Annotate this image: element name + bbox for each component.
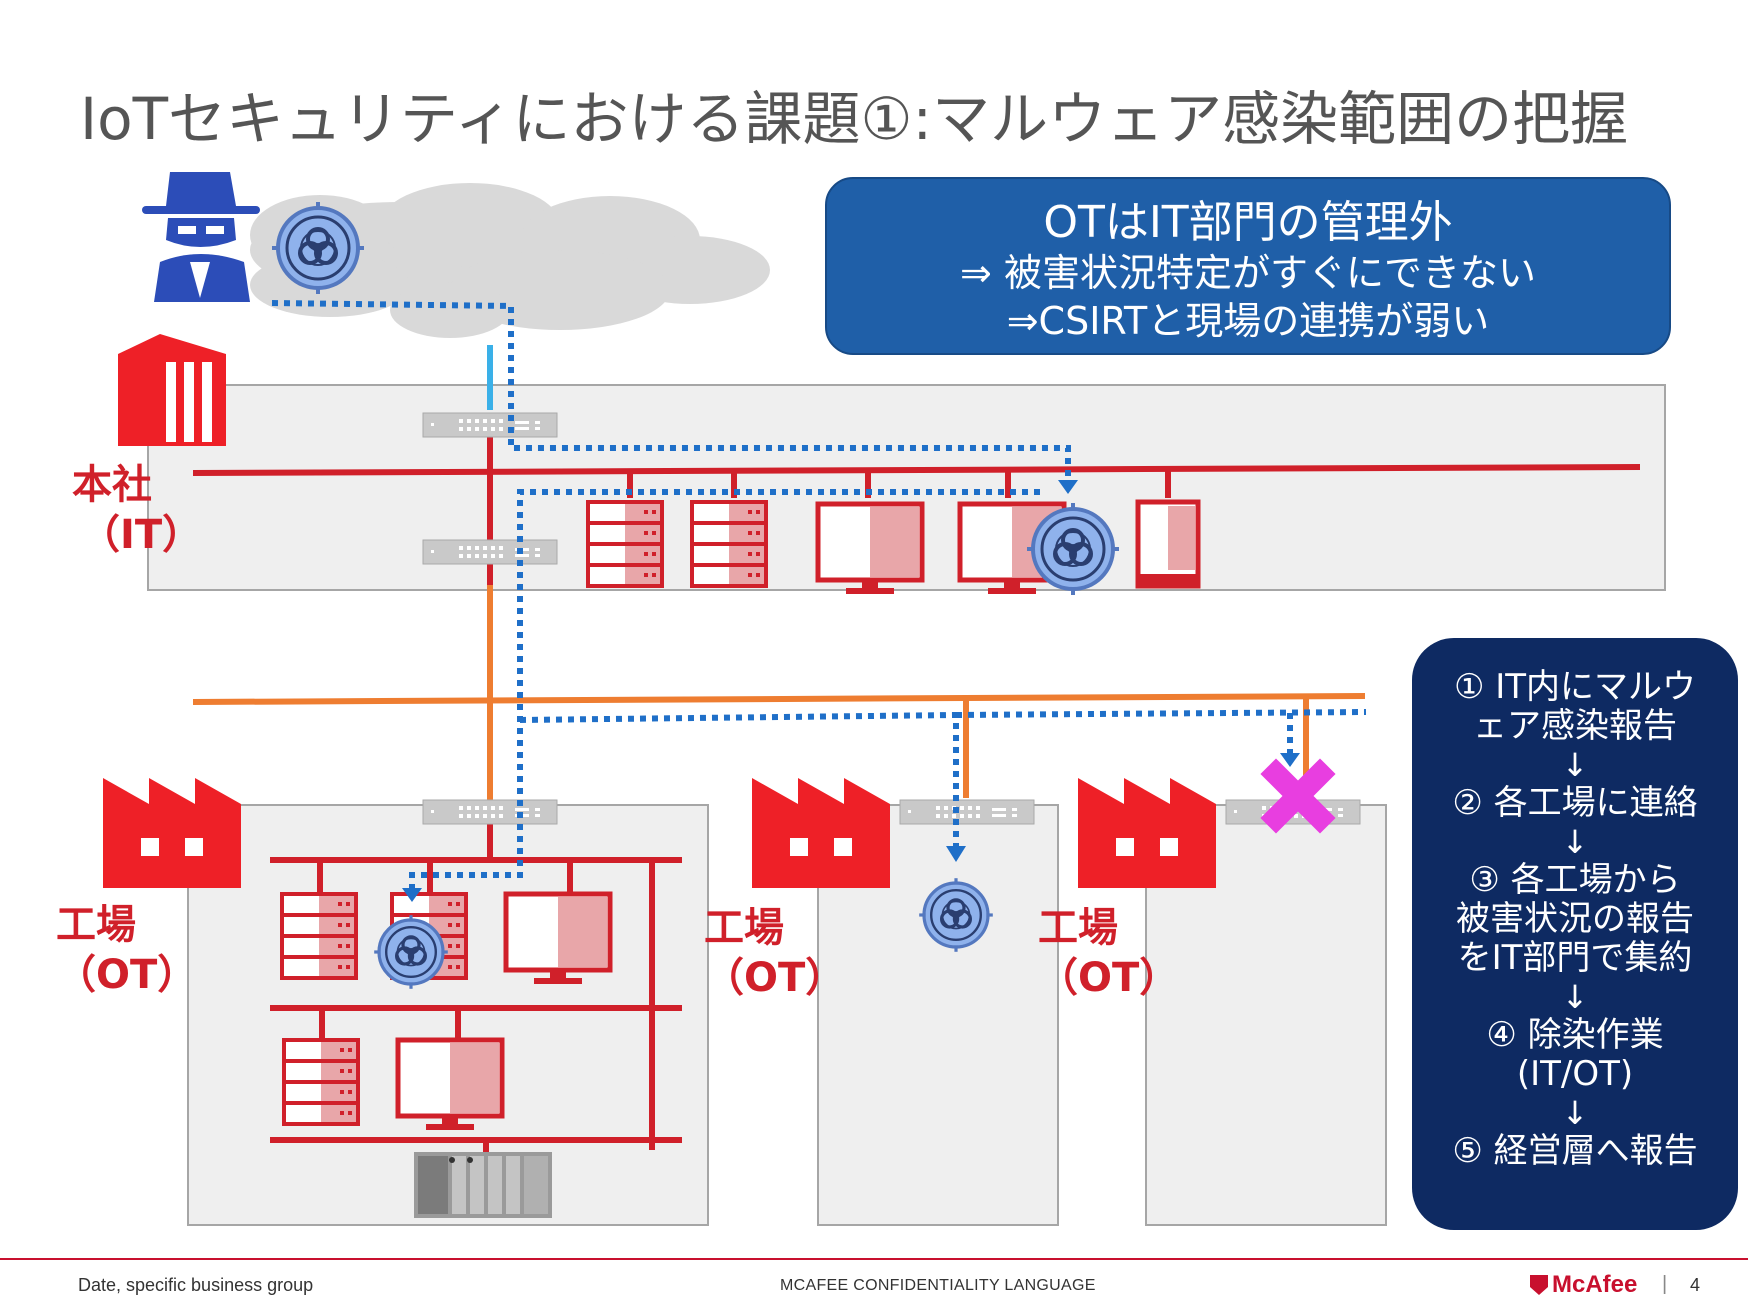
step4-line1: ④ 除染作業 (1486, 1015, 1664, 1055)
factory3-label: 工場 （OT） (1038, 903, 1179, 1003)
factory3-label-line2: （OT） (1038, 955, 1180, 1001)
building-icon (118, 334, 226, 446)
server-icon (586, 500, 664, 588)
mcafee-logo: McAfee (1530, 1271, 1637, 1299)
monitor-icon (506, 894, 610, 984)
switch-icon (422, 412, 558, 438)
server-icon (282, 1038, 360, 1126)
mcafee-shield-icon (1530, 1275, 1548, 1295)
switch-icon (422, 799, 558, 825)
factory-icon (103, 778, 241, 888)
factory2-label-line2: （OT） (704, 955, 846, 1001)
factory3-label-line1: 工場 (1038, 905, 1118, 951)
server-icon (690, 500, 768, 588)
monitor-icon (818, 504, 922, 594)
factory1-label: 工場 （OT） (56, 900, 197, 1000)
hq-label-line2: （IT） (80, 512, 203, 558)
monitor-icon (398, 1040, 502, 1130)
factory2-label-line1: 工場 (704, 905, 784, 951)
factory-icon (1078, 778, 1216, 888)
step3-line3: をIT部門で集約 (1457, 938, 1693, 978)
attack-path (271, 300, 1367, 890)
page-title: IoTセキュリティにおける課題①:マルウェア感染範囲の把握 (80, 85, 1629, 153)
step3-line2: 被害状況の報告 (1456, 899, 1694, 939)
hq-label-line1: 本社 (72, 462, 152, 508)
step4-line2: (IT/OT) (1516, 1054, 1634, 1094)
ot-network (192, 585, 1366, 800)
footer-separator: | (1662, 1273, 1668, 1295)
footer-date-group: Date, specific business group (78, 1275, 314, 1295)
callout-line2: ⇒ 被害状況特定がすぐにできない (960, 251, 1536, 295)
step-arrow: ↓ (1561, 823, 1589, 861)
footer-confidentiality: MCAFEE CONFIDENTIALITY LANGUAGE (780, 1277, 1096, 1294)
switch-icon (899, 799, 1035, 825)
step3-line1: ③ 各工場から (1469, 860, 1681, 900)
hacker-icon (142, 172, 260, 302)
callout-line3: ⇒CSIRTと現場の連携が弱い (1006, 299, 1490, 343)
hq-label: 本社 （IT） (72, 460, 202, 560)
factory1-network (270, 820, 682, 1152)
callout-line1: OTはIT部門の管理外 (1043, 197, 1453, 248)
footer-divider (0, 1258, 1748, 1260)
response-steps-panel: ① IT内にマルウ ェア感染報告 ↓ ② 各工場に連絡 ↓ ③ 各工場から 被害… (1412, 638, 1738, 1230)
step2: ② 各工場に連絡 (1452, 783, 1698, 823)
plc-icon (414, 1152, 552, 1218)
page-number: 4 (1690, 1275, 1701, 1295)
factory1-label-line1: 工場 (56, 902, 136, 948)
mcafee-logo-text: McAfee (1552, 1271, 1638, 1298)
tablet-icon (1135, 499, 1201, 589)
step5: ⑤ 経営層へ報告 (1452, 1131, 1698, 1171)
server-icon (280, 892, 358, 980)
blocked-x-icon (1260, 758, 1336, 834)
step1-line1: ① IT内にマルウ (1453, 667, 1697, 707)
attack-arrowheads (402, 480, 1300, 902)
step-arrow: ↓ (1561, 746, 1589, 784)
step-arrow: ↓ (1561, 1094, 1589, 1132)
factory2-label: 工場 （OT） (704, 903, 845, 1003)
step-arrow: ↓ (1561, 978, 1589, 1016)
callout-box: OTはIT部門の管理外 ⇒ 被害状況特定がすぐにできない ⇒CSIRTと現場の連… (825, 177, 1671, 355)
factory-icon (752, 778, 890, 888)
step1-line2: ェア感染報告 (1473, 706, 1677, 746)
factory1-label-line2: （OT） (56, 952, 198, 998)
switch-icon (422, 539, 558, 565)
